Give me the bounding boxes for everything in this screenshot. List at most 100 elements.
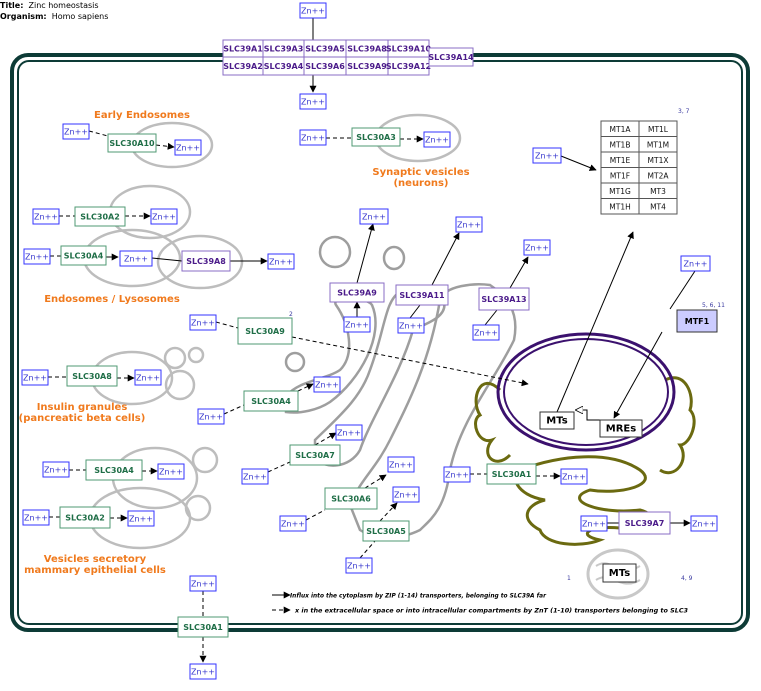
znt-transporter[interactable]: SLC30A9 <box>237 317 293 345</box>
zinc-ion-node[interactable]: Zn++ <box>443 466 471 483</box>
metallothionein-mt1a[interactable]: MT1A <box>600 120 640 137</box>
zinc-ion-node[interactable]: Zn++ <box>189 575 217 592</box>
zip-transporter-slc39a8[interactable]: SLC39A8 <box>345 39 389 58</box>
znt-transporter[interactable]: SLC30A10 <box>107 133 157 153</box>
zinc-ion-node[interactable]: Zn++ <box>21 369 49 386</box>
zinc-ion-node[interactable]: Zn++ <box>241 468 269 485</box>
metallothionein-mt1b[interactable]: MT1B <box>600 136 640 153</box>
zinc-ion-node[interactable]: Zn++ <box>397 317 425 334</box>
zinc-ion-node[interactable]: Zn++ <box>127 510 155 527</box>
zip-transporter[interactable]: SLC39A11 <box>395 284 449 306</box>
znt-transporter[interactable]: SLC30A4 <box>243 390 299 412</box>
metallothionein-mt1x[interactable]: MT1X <box>638 151 678 168</box>
metallothionein-mt1g[interactable]: MT1G <box>600 182 640 199</box>
zip-transporter-slc39a3[interactable]: SLC39A3 <box>262 39 305 58</box>
zinc-ion-node[interactable]: Zn++ <box>150 208 178 225</box>
znt-transporter[interactable]: SLC30A6 <box>324 487 378 510</box>
nuclear-mts-node[interactable]: MTs <box>539 411 575 430</box>
zip-transporter-slc39a6[interactable]: SLC39A6 <box>303 56 347 76</box>
znt-transporter-label: SLC30A1 <box>492 470 532 479</box>
zip-transporter-slc39a5-label: SLC39A5 <box>305 45 345 54</box>
zinc-ion-node[interactable]: Zn++ <box>523 239 551 256</box>
znt-transporter[interactable]: SLC30A5 <box>362 520 410 542</box>
metallothionein-mt4[interactable]: MT4 <box>638 198 678 215</box>
zinc-ion-node[interactable]: Zn++ <box>387 456 415 473</box>
zip-transporter-slc39a5[interactable]: SLC39A5 <box>303 39 347 58</box>
zinc-ion-node[interactable]: Zn++ <box>189 314 217 331</box>
metallothionein-mt3[interactable]: MT3 <box>638 182 678 199</box>
zinc-ion-node[interactable]: Zn++ <box>472 324 500 341</box>
zip-transporter[interactable]: SLC39A13 <box>478 287 530 311</box>
zinc-ion-node[interactable]: Zn++ <box>313 376 341 393</box>
zinc-ion-node[interactable]: Zn++ <box>189 663 217 680</box>
zip-transporter[interactable]: SLC39A7 <box>618 511 671 535</box>
zinc-ion-node[interactable]: Zn++ <box>680 255 711 272</box>
metallothionein-mt1m[interactable]: MT1M <box>638 136 678 153</box>
zinc-ion-node[interactable]: Zn++ <box>532 147 562 164</box>
znt-transporter[interactable]: SLC30A8 <box>66 365 118 387</box>
zip-transporter-slc39a10[interactable]: SLC39A10 <box>386 39 432 58</box>
zinc-ion-node[interactable]: Zn++ <box>335 424 363 441</box>
zinc-ion-node[interactable]: Zn++ <box>134 369 162 386</box>
zinc-ion-node[interactable]: Zn++ <box>22 509 50 526</box>
znt-transporter[interactable]: SLC30A2 <box>59 506 111 529</box>
zinc-ion-node[interactable]: Zn++ <box>343 316 371 333</box>
znt-transporter-box <box>243 390 299 412</box>
mitochondrial-mts-node[interactable]: MTs <box>602 563 637 583</box>
zip-transporter-slc39a9[interactable]: SLC39A9 <box>345 56 389 76</box>
nucleus-outer-membrane <box>496 332 676 452</box>
znt-transporter[interactable]: SLC30A4 <box>60 245 107 266</box>
zinc-ion-node-box <box>150 208 178 225</box>
zinc-ion-node[interactable]: Zn++ <box>560 468 588 485</box>
zinc-ion-node[interactable]: Zn++ <box>32 208 60 225</box>
metallothionein-mt2a-label: MT2A <box>648 171 670 180</box>
zinc-ion-node[interactable]: Zn++ <box>392 486 420 503</box>
mres-node[interactable]: MREs <box>599 419 643 438</box>
zip-transporter-slc39a12[interactable]: SLC39A12 <box>386 56 431 76</box>
zinc-ion-label: Zn++ <box>34 213 58 222</box>
zip-transporter-slc39a1[interactable]: SLC39A1 <box>222 39 264 58</box>
small-granule <box>163 346 187 370</box>
znt-transporter[interactable]: SLC30A3 <box>351 127 401 147</box>
metallothionein-mt2a[interactable]: MT2A <box>638 167 678 184</box>
zinc-ion-node[interactable]: Zn++ <box>690 515 718 532</box>
zinc-ion-node[interactable]: Zn++ <box>119 250 153 267</box>
zinc-ion-node[interactable]: Zn++ <box>580 515 608 532</box>
legend-influx-text: Influx into the cytoplasm by ZIP (1-14) … <box>290 592 547 600</box>
compartment-label-synaptic-vesicles: Synaptic vesicles <box>372 167 469 178</box>
zip-transporter[interactable]: SLC39A9 <box>329 282 385 303</box>
zinc-ion-node[interactable]: Zn++ <box>62 123 90 140</box>
znt-transporter[interactable]: SLC30A1 <box>177 616 229 638</box>
zinc-ion-node[interactable]: Zn++ <box>157 463 185 480</box>
znt-transporter[interactable]: SLC30A4 <box>85 459 143 481</box>
zip-transporter-slc39a14[interactable]: SLC39A14 <box>428 47 474 67</box>
zinc-ion-node[interactable]: Zn++ <box>299 93 327 110</box>
zinc-ion-node[interactable]: Zn++ <box>299 129 327 146</box>
znt-transporter[interactable]: SLC30A7 <box>289 444 341 466</box>
zinc-ion-node[interactable]: Zn++ <box>42 461 70 478</box>
zinc-ion-node[interactable]: Zn++ <box>455 216 483 233</box>
zinc-ion-node[interactable]: Zn++ <box>197 408 225 425</box>
znt-transporter[interactable]: SLC30A1 <box>486 463 537 485</box>
zinc-ion-node[interactable]: Zn++ <box>279 515 307 532</box>
mtf1-to-mres-edge <box>613 331 663 419</box>
zinc-ion-node[interactable]: Zn++ <box>345 557 373 574</box>
zip-transporter-slc39a2[interactable]: SLC39A2 <box>222 56 264 76</box>
zinc-ion-node[interactable]: Zn++ <box>23 248 51 265</box>
mtf1-transcription-factor[interactable]: MTF1 <box>676 309 718 333</box>
zip-transporter[interactable]: SLC39A8 <box>181 250 231 272</box>
zinc-ion-node[interactable]: Zn++ <box>174 139 202 156</box>
metallothionein-mt1f[interactable]: MT1F <box>600 167 640 184</box>
compartment-label-insulin-granules: Insulin granules <box>37 402 128 413</box>
nuclear-mts-node-box <box>539 411 575 430</box>
zinc-ion-node[interactable]: Zn++ <box>423 131 451 148</box>
zinc-ion-node[interactable]: Zn++ <box>299 2 327 19</box>
zinc-ion-node[interactable]: Zn++ <box>267 253 295 270</box>
metallothionein-mt1h[interactable]: MT1H <box>600 198 640 215</box>
znt-transporter[interactable]: SLC30A2 <box>74 206 126 227</box>
metallothionein-mt1l[interactable]: MT1L <box>638 120 678 137</box>
zip-transporter-slc39a4[interactable]: SLC39A4 <box>262 56 305 76</box>
zinc-ion-node[interactable]: Zn++ <box>359 208 389 225</box>
znt-transporter-box <box>362 520 410 542</box>
metallothionein-mt1e[interactable]: MT1E <box>600 151 640 168</box>
